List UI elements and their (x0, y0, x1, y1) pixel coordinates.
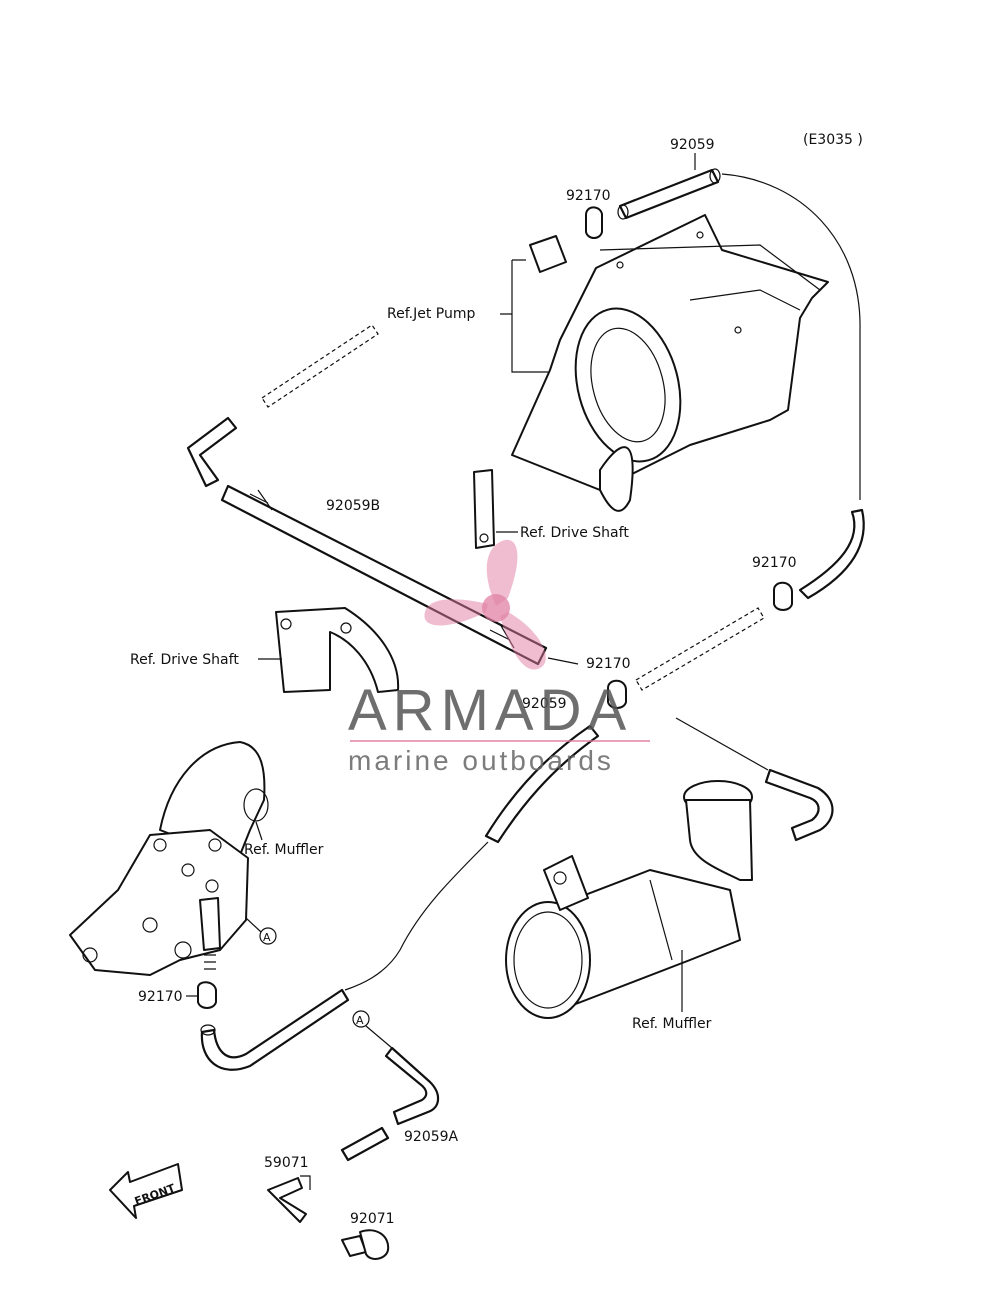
front-arrow: FRONT (109, 1163, 183, 1219)
dashed-shaft-lower (635, 607, 765, 691)
label-clamp-left: 92170 (138, 989, 183, 1005)
muffler-right (505, 780, 753, 1019)
fitting (267, 1175, 311, 1223)
label-ref-drive-shaft-upper: Ref. Drive Shaft (520, 525, 629, 541)
watermark-logo (424, 539, 546, 670)
drive-shaft-bracket-upper (473, 469, 495, 549)
label-clamp-mid: 92170 (586, 656, 631, 672)
label-ref-drive-shaft-left: Ref. Drive Shaft (130, 652, 239, 668)
label-fitting: 59071 (264, 1155, 309, 1171)
jet-pump (511, 214, 829, 512)
cap (341, 1229, 390, 1260)
clamp-left (197, 981, 217, 1009)
label-ref-muffler-right: Ref. Muffler (632, 1016, 712, 1032)
label-hose-a: 92059A (404, 1129, 459, 1145)
hose-lower (200, 988, 350, 1071)
hose-a (340, 1046, 440, 1162)
watermark-brand: ARMADA (348, 678, 632, 743)
marker-a-center (352, 1010, 370, 1028)
drive-shaft-cover (275, 607, 400, 693)
marker-a-left-text: A (263, 931, 271, 944)
hose-mid (344, 717, 834, 991)
label-clamp-top: 92170 (566, 188, 611, 204)
marker-a-center-text: A (356, 1014, 364, 1027)
hose-top-right (617, 168, 865, 600)
label-hose-top: 92059 (670, 137, 715, 153)
clamp-right (773, 581, 793, 611)
label-clamp-right: 92170 (752, 555, 797, 571)
clamp-mid (607, 679, 627, 709)
label-ref-muffler-left: Ref. Muffler (244, 842, 324, 858)
diagram-code: (E3035 ) (803, 132, 863, 148)
label-hose-long: 92059B (326, 498, 380, 514)
hose-long (186, 416, 548, 666)
muffler-left (69, 741, 269, 976)
label-hose-mid: 92059 (522, 696, 567, 712)
marker-a-left (259, 927, 277, 945)
dashed-shaft-upper (261, 324, 379, 408)
clamp-top (585, 206, 603, 239)
label-ref-jet-pump: Ref.Jet Pump (387, 306, 475, 322)
label-cap: 92071 (350, 1211, 395, 1227)
watermark-tagline: marine outboards (348, 745, 614, 776)
